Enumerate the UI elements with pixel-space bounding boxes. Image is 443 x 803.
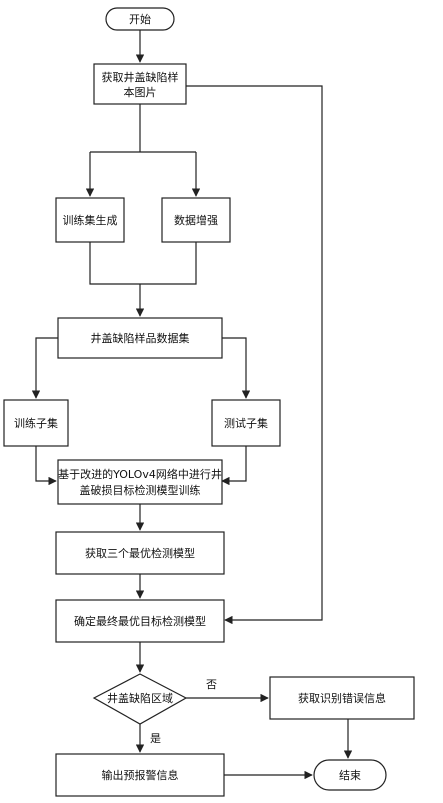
- edges: [31, 30, 353, 780]
- node-decision: 井盖缺陷区域: [92, 673, 188, 725]
- node-final-model-label: 确定最终最优目标检测模型: [74, 614, 206, 628]
- node-augment-label: 数据增强: [174, 213, 218, 227]
- edge-train-gen-to-merge: [89, 242, 197, 285]
- node-test-subset: 测试子集: [211, 399, 281, 447]
- node-training: 基于改进的YOLOv4网络中进行井 盖破损目标检测模型训练: [57, 459, 223, 505]
- node-training-line1: 基于改进的YOLOv4网络中进行井: [58, 467, 222, 481]
- node-get-samples-line2: 本图片: [124, 85, 157, 99]
- node-train-subset-label: 训练子集: [14, 416, 58, 430]
- node-train-gen-label: 训练集生成: [63, 213, 118, 227]
- node-train-gen: 训练集生成: [55, 197, 125, 243]
- node-get-samples: 获取井盖缺陷样 本图片: [93, 63, 187, 105]
- edge-dataset-to-test-subset: [222, 337, 251, 399]
- edge-label-yes: 是: [150, 732, 161, 745]
- node-get-errors: 获取识别错误信息: [269, 676, 415, 720]
- node-training-line2: 盖破损目标检测模型训练: [80, 483, 201, 497]
- node-output-alarm: 输出预报警信息: [55, 753, 225, 797]
- node-decision-label: 井盖缺陷区域: [107, 691, 173, 705]
- node-test-subset-label: 测试子集: [224, 416, 268, 430]
- node-dataset: 井盖缺陷样品数据集: [57, 317, 223, 359]
- node-start-label: 开始: [129, 12, 151, 26]
- node-get-errors-label: 获取识别错误信息: [298, 691, 386, 705]
- node-dataset-label: 井盖缺陷样品数据集: [91, 331, 190, 345]
- node-end: 结束: [313, 759, 387, 791]
- node-start: 开始: [105, 7, 175, 31]
- node-best3-label: 获取三个最优检测模型: [85, 546, 195, 560]
- node-augment: 数据增强: [161, 197, 231, 243]
- edge-label-no: 否: [206, 678, 217, 691]
- node-output-alarm-label: 输出预报警信息: [102, 768, 179, 782]
- node-final-model: 确定最终最优目标检测模型: [55, 599, 225, 643]
- node-get-samples-line1: 获取井盖缺陷样: [102, 70, 179, 84]
- node-train-subset: 训练子集: [3, 399, 69, 447]
- edge-test-subset-to-training: [221, 446, 247, 486]
- edge-train-subset-to-training: [35, 446, 57, 486]
- edge-dataset-to-train-subset: [31, 337, 58, 399]
- node-best3: 获取三个最优检测模型: [55, 531, 225, 575]
- node-end-label: 结束: [339, 769, 361, 782]
- edge-samples-bypass-to-final: [186, 85, 323, 625]
